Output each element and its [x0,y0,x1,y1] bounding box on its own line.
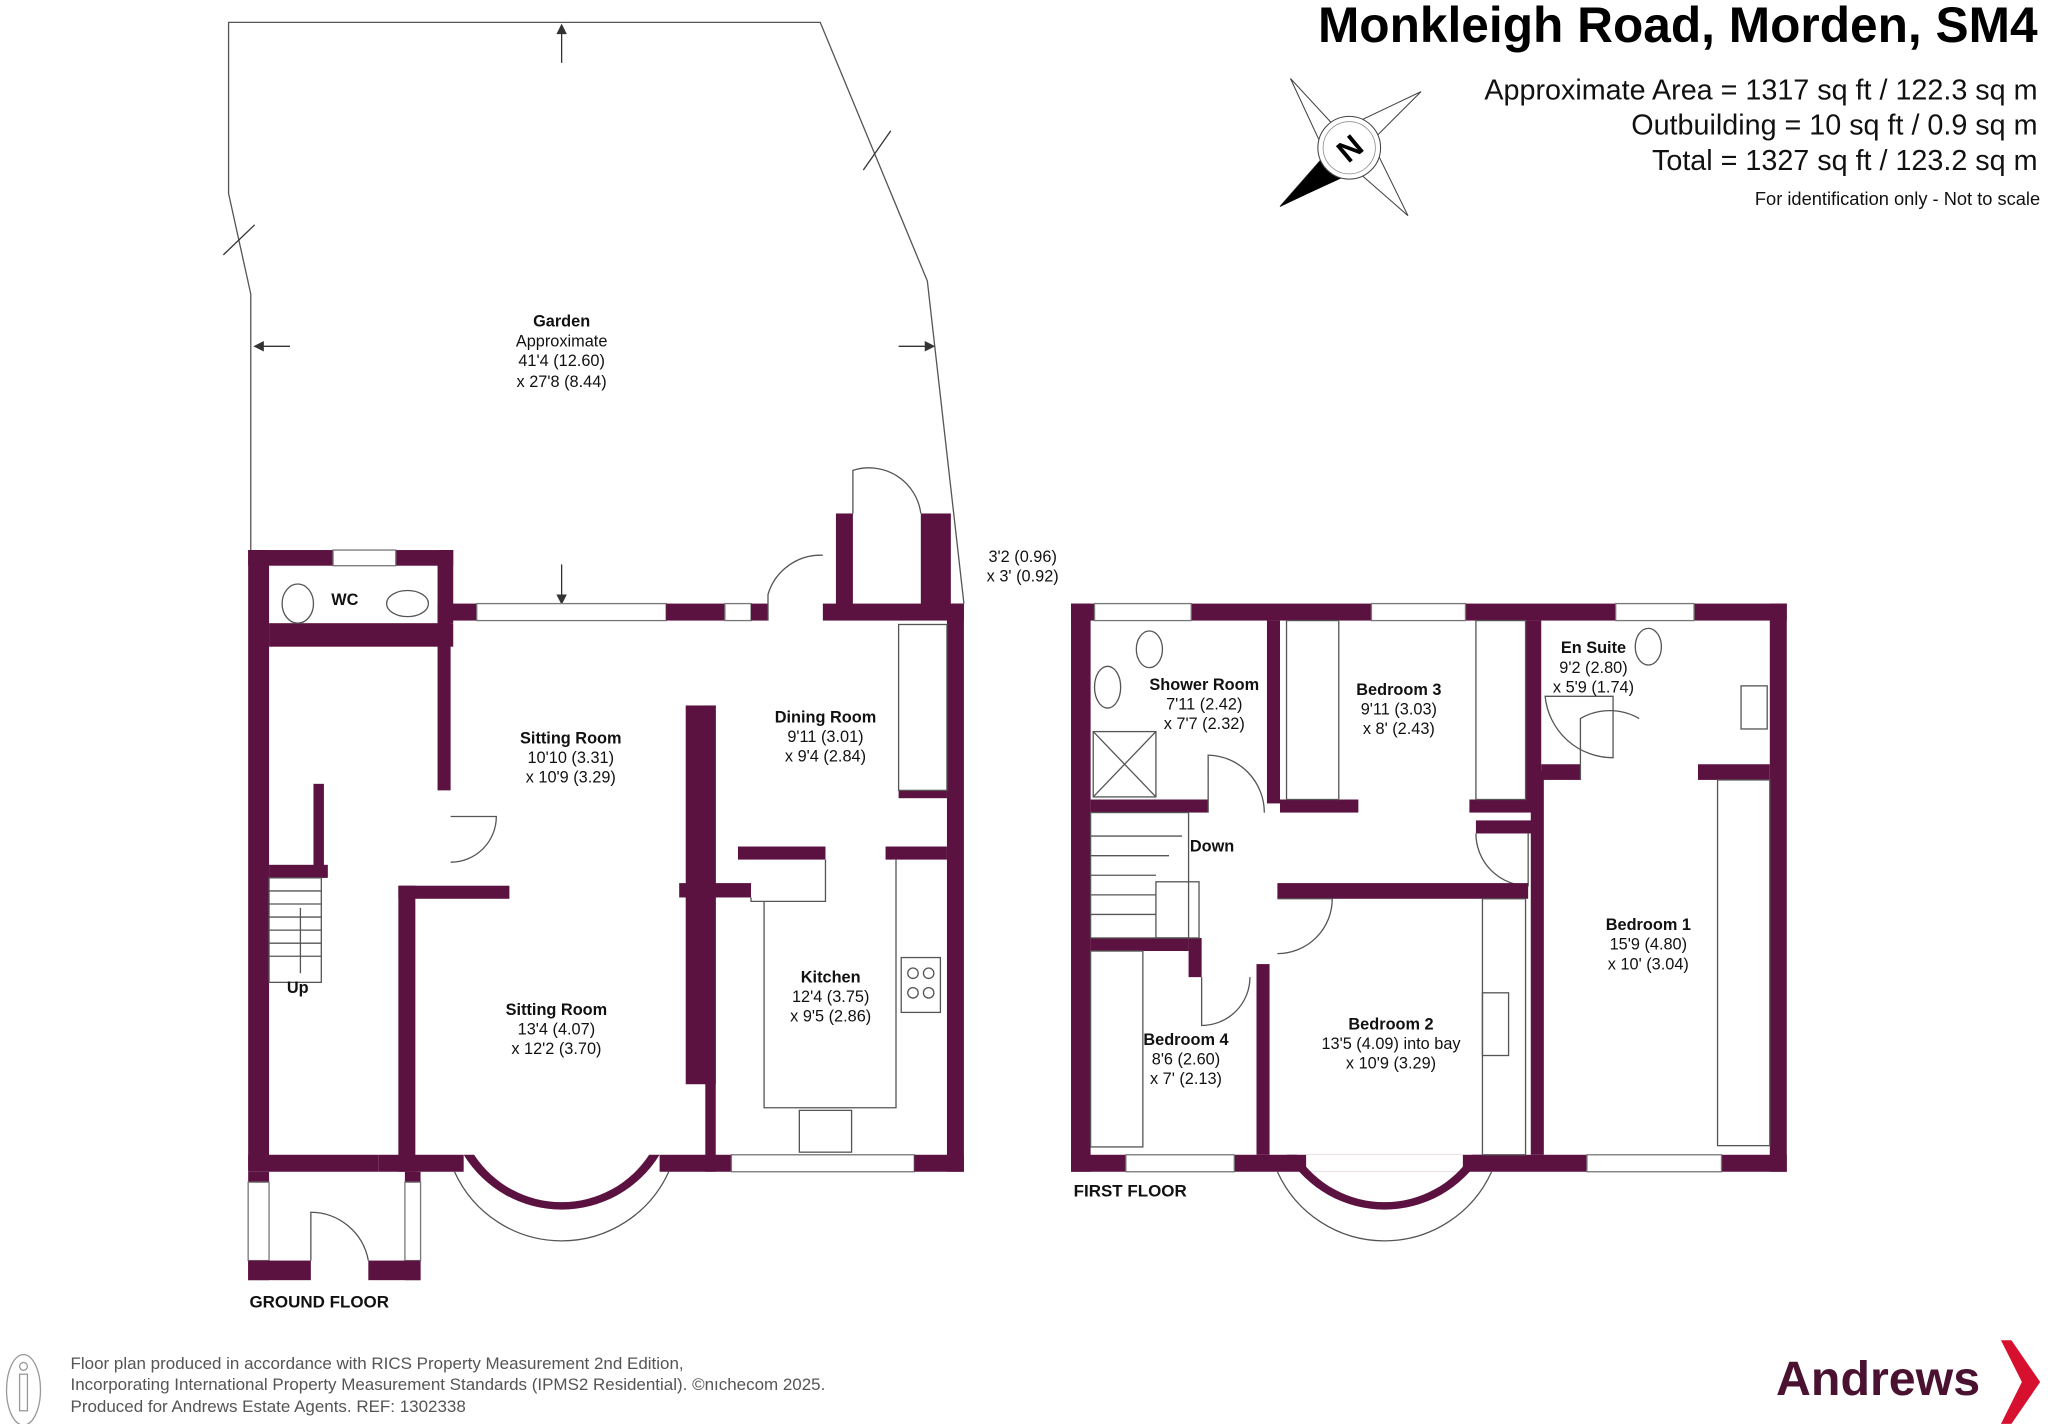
bedroom-1-dim2: x 10' (3.04) [1608,955,1689,973]
sink-icon [798,1109,853,1153]
basin-icon [1093,665,1122,709]
garden-note: Approximate [516,332,608,350]
shower-room-label: Shower Room [1149,676,1259,694]
toilet-icon [1634,627,1663,666]
bedroom-1-dim1: 15'9 (4.80) [1610,936,1687,954]
bedroom-2-label: Bedroom 2 [1348,1015,1433,1033]
toilet-icon [1135,630,1164,669]
first-floor-plan: Shower Room 7'11 (2.42) x 7'7 (2.32) Bed… [1071,602,1787,1242]
en-suite-dim2: x 5'9 (1.74) [1553,678,1634,696]
first-floor-label: FIRST FLOOR [1074,1182,1187,1201]
bedroom-2-dim1: 13'5 (4.09) into bay [1321,1035,1461,1053]
andrews-chevron-icon [2000,1340,2041,1424]
outbuilding-area: Outbuilding = 10 sq ft / 0.9 sq m [1631,110,2037,142]
hob-icon [900,956,942,1014]
sitting-room-rear-dim2: x 10'9 (3.29) [526,769,616,787]
shower-room-dim1: 7'11 (2.42) [1166,695,1242,713]
sitting-room-front-dim2: x 12'2 (3.70) [511,1040,601,1058]
footer-line-2: Incorporating International Property Mea… [71,1375,826,1394]
stairs-up [268,877,322,984]
basin-icon [281,583,315,624]
disclaimer: For identification only - Not to scale [1755,188,2040,209]
stairs-up-label: Up [287,979,309,997]
garden-boundary [227,21,965,604]
sitting-room-front-label: Sitting Room [506,1001,607,1019]
bedroom-2-dim2: x 10'9 (3.29) [1346,1055,1436,1073]
toilet-icon [385,589,430,618]
kitchen-dim2: x 9'5 (2.86) [790,1008,871,1026]
shower-tray-icon [1092,730,1157,798]
bedroom-4-dim1: 8'6 (2.60) [1152,1051,1220,1069]
total-area: Total = 1327 sq ft / 123.2 sq m [1652,145,2038,177]
bedroom-3-dim2: x 8' (2.43) [1363,720,1435,738]
bedroom-4-label: Bedroom 4 [1143,1031,1228,1049]
sitting-room-front-dim1: 13'4 (4.07) [518,1021,595,1039]
bedroom-3-dim1: 9'11 (3.03) [1361,701,1437,719]
bedroom-4-dim2: x 7' (2.13) [1150,1070,1222,1088]
en-suite-label: En Suite [1561,639,1626,657]
dining-room-label: Dining Room [775,708,876,726]
ground-floor-plan: Garden Approximate 41'4 (12.60) x 27'8 (… [222,21,1059,1312]
garden-label: Garden [533,313,590,331]
dining-room-dim2: x 9'4 (2.84) [785,748,866,766]
footer-line-3: Produced for Andrews Estate Agents. REF:… [71,1397,466,1416]
approximate-area: Approximate Area = 1317 sq ft / 122.3 sq… [1484,74,2037,106]
footer: Floor plan produced in accordance with R… [5,1340,2041,1424]
sitting-room-rear-dim1: 10'10 (3.31) [527,749,614,767]
stairs-down-label: Down [1190,838,1234,856]
andrews-logo: Andrews [1776,1352,1980,1406]
bedroom-1-label: Bedroom 1 [1606,916,1691,934]
garden-dim1: 41'4 (12.60) [518,352,605,370]
kitchen-dim1: 12'4 (3.75) [792,988,869,1006]
garden-dim2: x 27'8 (8.44) [517,373,607,391]
footer-line-1: Floor plan produced in accordance with R… [71,1354,684,1373]
outbuilding-dim2: x 3' (0.92) [987,567,1059,585]
bedroom-3-label: Bedroom 3 [1356,681,1441,699]
stairs-down [1089,811,1200,939]
property-title: Monkleigh Road, Morden, SM4 [1318,0,2038,53]
wc-label: WC [331,591,358,609]
compass-icon: N [1279,78,1422,217]
ground-floor-label: GROUND FLOOR [249,1293,389,1312]
shower-room-dim2: x 7'7 (2.32) [1164,715,1245,733]
info-person-icon [5,1353,42,1424]
sitting-room-rear-label: Sitting Room [520,729,621,747]
en-suite-dim1: 9'2 (2.80) [1559,659,1627,677]
corner-shower-icon [1544,695,1614,759]
kitchen-label: Kitchen [801,968,861,986]
outbuilding-dim1: 3'2 (0.96) [988,548,1056,566]
basin-icon [1740,685,1768,730]
dining-room-dim1: 9'11 (3.01) [787,728,863,746]
